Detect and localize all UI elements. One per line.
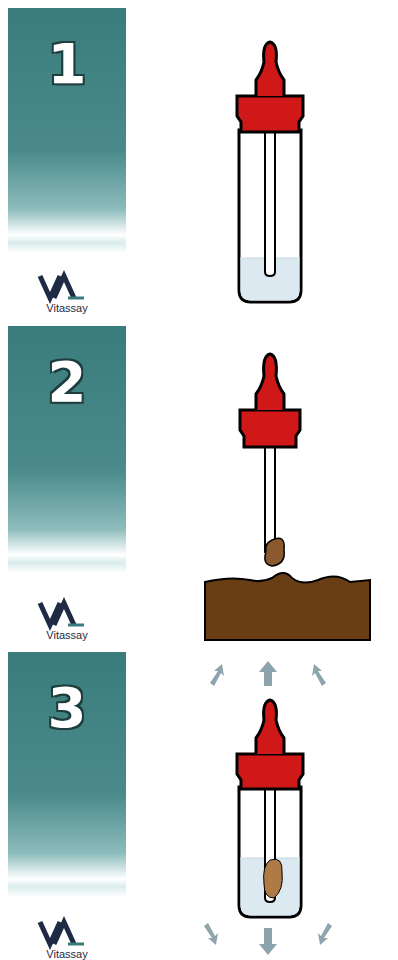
brand-name: Vitassay <box>8 302 126 314</box>
stool-sample <box>205 573 370 640</box>
swab-cap <box>240 354 300 566</box>
step-number: 2 <box>8 352 126 412</box>
sample-tube <box>237 700 303 917</box>
step-number: 1 <box>8 34 126 94</box>
brand-name: Vitassay <box>8 948 126 960</box>
sample-tube <box>237 42 303 302</box>
step-band: 1 <box>8 8 126 266</box>
step-number: 3 <box>8 678 126 738</box>
step-band: 3 <box>8 652 126 910</box>
shake-arrows <box>204 661 332 955</box>
step-band: 2 <box>8 326 126 586</box>
brand-name: Vitassay <box>8 629 126 641</box>
